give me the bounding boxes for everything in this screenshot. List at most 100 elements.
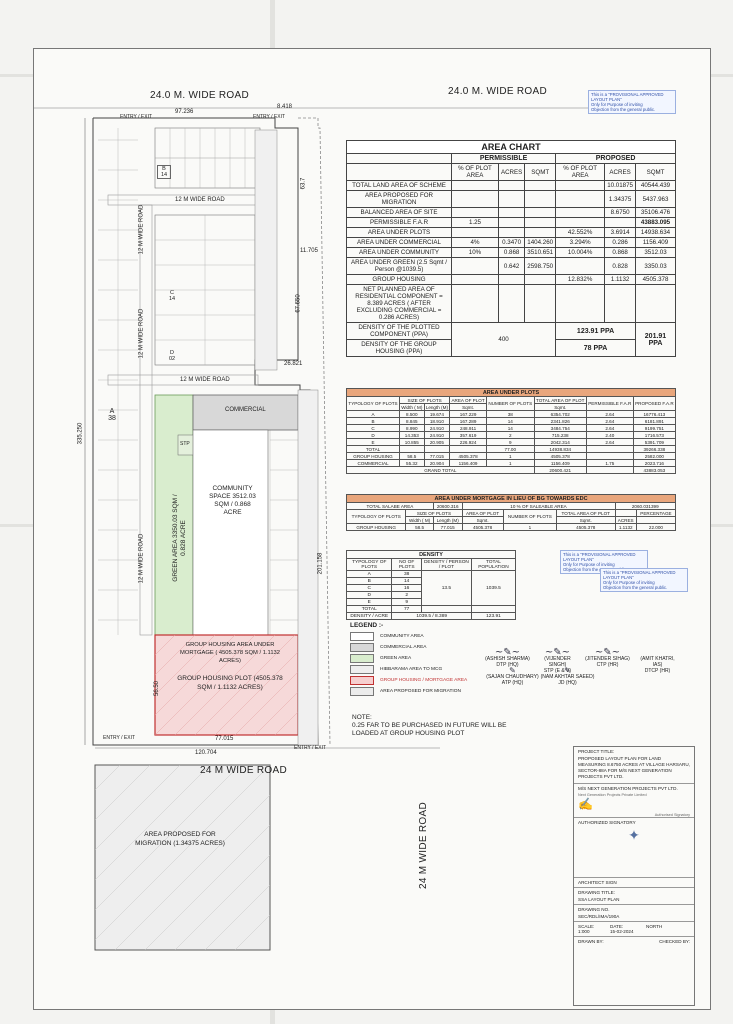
area-chart-table: AREA CHART PERMISSIBLE PROPOSED % OF PLO…	[346, 140, 676, 357]
area-under-plots-table: AREA UNDER PLOTS TYPOLOGY OF PLOTS SIZE …	[345, 388, 677, 474]
dim-bottom-77: 77.015	[215, 736, 234, 742]
dim-top-right: 8.418	[277, 104, 293, 110]
signature-block: ✎(SAJAN CHAUDHARY)ATP (HQ)	[486, 666, 539, 687]
drawing-no-label: DRAWING NO.	[574, 904, 694, 914]
road-east-label: 24 M WIDE ROAD	[418, 802, 429, 889]
signature-block: ✎(NAM AKHTAR SAEED)JD (HQ)	[540, 666, 595, 687]
dim-right-63: 63.7	[300, 177, 307, 190]
road-edge-east	[298, 117, 331, 746]
road-south-label: 24 M WIDE ROAD	[200, 765, 287, 776]
drawn-checked-row: DRAWN BY:CHECKED BY:	[574, 936, 694, 946]
inner-road-label-2: 12 M WIDE ROAD	[180, 377, 230, 383]
legend-item: HIBBARAMA AREA TO MCG	[350, 664, 480, 675]
company-name: M/S NEXT GENERATION PROJECTS PVT LTD.	[574, 783, 694, 793]
table-row: AREA UNDER GREEN (2.5 Sqmt / Person @103…	[346, 257, 676, 275]
signature-block: (AMIT KHATRI, IAS)DTCP (HR)	[640, 656, 675, 674]
legend-item: GREEN AREA	[350, 653, 480, 664]
dim-gh-depth: 56.50	[154, 680, 161, 697]
community-label: COMMUNITY SPACE 3512.03 SQM / 0.868 ACRE	[209, 485, 256, 516]
entry-exit-north-2: ENTRY / EXIT	[253, 114, 286, 120]
table-row: DENSITY OF THE PLOTTED COMPONENT (PPA) 4…	[346, 322, 676, 357]
legend-item: COMMUNITY AREA	[350, 631, 480, 642]
company-stamp: Next Generation Projects Private Limited	[578, 793, 647, 797]
north-east-strip	[254, 129, 278, 371]
dim-bottom-120: 120.704	[195, 750, 217, 756]
architect-sign-label: ARCHITECT SIGN	[574, 877, 694, 887]
permissible-header: PERMISSIBLE	[450, 153, 557, 164]
signature-row-1: ~✎~(ASHISH SHARMA)DTP (HQ) ~✎~(VIJENDER …	[485, 630, 685, 680]
dim-top-width: 97.236	[175, 109, 194, 115]
drawing-title-label: DRAWING TITLE:	[574, 887, 694, 897]
project-title: PROPOSED LAYOUT PLAN FOR LAND MEASURING …	[578, 756, 690, 779]
company-signature-icon: ✍	[578, 797, 593, 811]
inner-road-label-1: 12 M WIDE ROAD	[175, 197, 225, 203]
green-area-label: GREEN AREA 3350.03 SQM / 0.828 ACRE	[172, 494, 187, 582]
scale-date-row: SCALE:1:000 DATE:15-02-2024 NORTH	[574, 921, 694, 936]
east-green-strip	[297, 389, 319, 746]
note-title: NOTE:	[352, 714, 372, 721]
dim-right-67: 67.650	[295, 294, 302, 313]
signature-row-2: ✎(SAJAN CHAUDHARY)ATP (HQ) ✎(NAM AKHTAR …	[485, 660, 605, 690]
provisional-stamp-2: This is a "PROVISIONAL APPROVED LAYOUT P…	[560, 550, 648, 574]
note-text: 0.25 FAR TO BE PURCHASED IN FUTURE WILL …	[352, 722, 507, 737]
group-housing-shape	[154, 634, 299, 736]
entry-exit-south: ENTRY / EXIT	[103, 735, 136, 741]
signature-block: ~✎~(VIJENDER SINGH)STP (E & V)	[543, 647, 572, 675]
legend-item: AREA PROPOSED FOR MIGRATION	[350, 686, 480, 697]
mortgage-table: AREA UNDER MORTGAGE IN LIEU OF BG TOWARD…	[345, 494, 677, 531]
commercial-label: COMMERCIAL	[225, 407, 266, 413]
legend-item: COMMERCIAL AREA	[350, 642, 480, 653]
road-north-label: 24.0 M. WIDE ROAD	[150, 90, 250, 101]
table-row: NET PLANNED AREA OF RESIDENTIAL COMPONEN…	[346, 284, 676, 323]
provisional-stamp-3: This is a "PROVISIONAL APPROVED LAYOUT P…	[600, 568, 688, 592]
drawing-no: SEC/RDL/IMA/190A	[578, 914, 620, 919]
inner-road-label-left-2: 12 M WIDE ROAD	[138, 308, 145, 359]
authorized-signatory: AUTHORIZED SIGNATORY	[574, 817, 694, 827]
table-row: DENSITY OF THE GROUP HOUSING (PPA) 78 PP…	[346, 339, 676, 357]
provisional-stamp-1: This is a "PROVISIONAL APPROVED LAYOUT P…	[588, 90, 676, 114]
gh-plot-label: GROUP HOUSING PLOT (4505.378 SQM / 1.113…	[177, 675, 283, 691]
stp-label: STP	[180, 441, 190, 447]
community-shape	[192, 429, 269, 636]
dim-mid-26: 26.821	[284, 361, 303, 367]
legend-title: LEGEND :-	[350, 622, 384, 629]
dim-left-depth: 335.250	[77, 422, 84, 445]
area-chart-title: AREA CHART	[346, 140, 676, 154]
proposed-header: PROPOSED	[555, 153, 676, 164]
signature-block: ~✎~(ASHISH SHARMA)DTP (HQ)	[485, 647, 530, 669]
road-north-right-label: 24.0 M. WIDE ROAD	[448, 86, 548, 97]
migration-shape	[94, 764, 271, 951]
inner-road-12m-vertical	[139, 204, 153, 636]
signature-block: ~✎~(JITENDER SIHAG)CTP (HR)	[585, 647, 630, 669]
inner-road-label-left-3: 12 M WIDE ROAD	[138, 533, 145, 584]
authorised-stamp: Authorised Signatory	[654, 813, 690, 817]
legend: LEGEND :- COMMUNITY AREA COMMERCIAL AREA…	[350, 622, 480, 697]
project-title-label: PROJECT TITLE:	[578, 749, 615, 754]
gh-mortgage-label: GROUP HOUSING AREA UNDER MORTGAGE ( 4505…	[180, 642, 280, 664]
legend-item: GROUP HOUSING / MORTGAGE AREA	[350, 675, 480, 686]
